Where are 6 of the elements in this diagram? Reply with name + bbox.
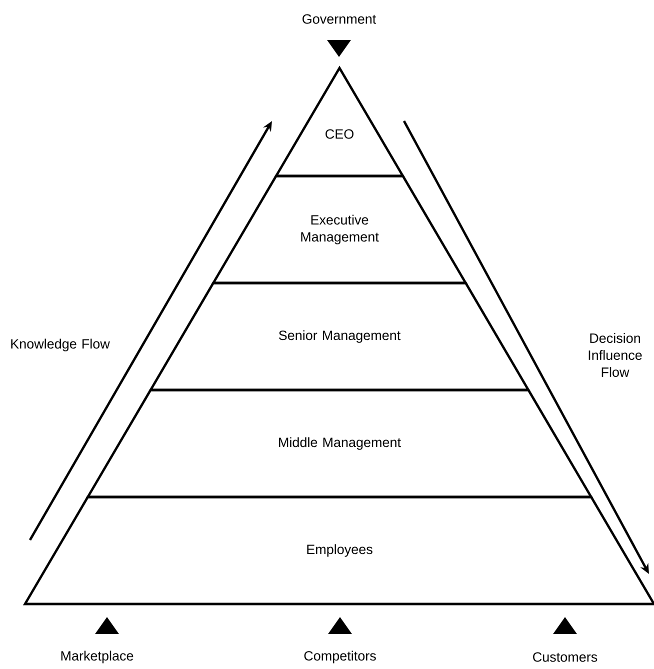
bottom-label: Competitors: [304, 650, 376, 664]
side-label: Knowledge Flow: [11, 338, 110, 352]
bottom-label: Customers: [533, 652, 598, 662]
bottom-label: Marketplace: [61, 650, 134, 664]
top-label: Government: [302, 14, 376, 24]
side-label: Decision Influence Flow: [588, 333, 642, 377]
